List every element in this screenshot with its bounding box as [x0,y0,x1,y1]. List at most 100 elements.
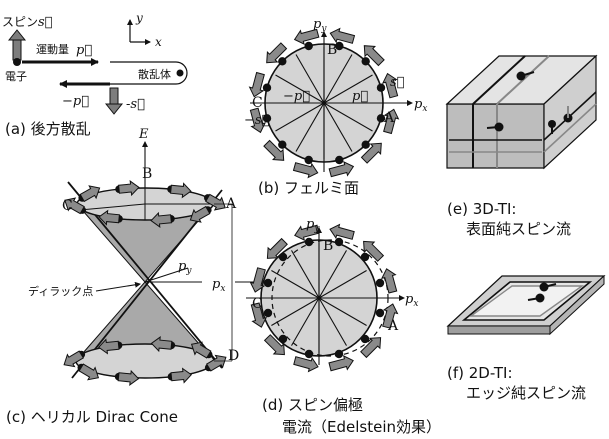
a-neg-p-label: −p⃗ [62,94,89,109]
d-state-dot-4 [278,252,288,262]
e-slab-front [446,103,545,169]
c-bot-spin-3 [63,350,84,368]
f-edge-channel-inner [468,285,585,317]
d-spin-arrow-1 [363,240,385,262]
f-spin-arrow-1 [543,283,557,288]
a-spin-up-arrow [12,37,22,61]
d-spoke-7 [271,297,320,326]
c-dirac-point-label: ディラック点 [28,284,93,298]
c-px-label: px [212,277,225,294]
d-point-B: B [323,238,333,254]
b-spin-arrow-3 [293,28,320,46]
b-py-label: py [313,17,327,34]
panel-e-3d-ti: (e) 3D-TI: 表面純スピン流 [445,54,598,238]
c-bot-spin-6 [170,367,193,384]
a-spin-symbol: s⃗ [38,15,53,30]
d-px-label: px [405,292,418,309]
e-current-line-top-1 [472,55,526,105]
d-spoke-10 [318,297,347,346]
c-bot-spin-7 [206,354,227,372]
b-state-dot-9 [335,155,344,165]
c-top-spin-6 [150,211,172,228]
b-spoke-11 [323,102,373,132]
f-caption-line2: エッジ純スピン流 [466,384,586,402]
d-caption-line2: 電流（Edelstein効果） [282,418,441,436]
a-scattering-path [110,61,188,85]
d-spoke-11 [318,297,367,326]
a-electron-label: 電子 [5,70,27,83]
d-spin-arrows [249,223,399,373]
c-bot-spin-4 [78,363,100,381]
b-spin-arrow-0 [381,72,399,99]
b-state-dot-6 [262,114,272,123]
b-state-dot-3 [304,41,313,51]
d-state-dot-11 [375,308,385,318]
d-spin-arrow-9 [328,354,354,372]
c-top-spin-0 [205,193,226,211]
a-spin-label: スピン [2,15,38,29]
b-neg-s-vec-label: −s⃗ [244,113,270,128]
f-sheet-front [447,325,551,335]
c-point-A: A [225,196,237,212]
c-point-C: C [62,198,73,214]
c-point-B: B [142,166,152,182]
b-spoke-10 [323,102,353,152]
b-state-dot-0 [376,83,386,92]
c-dirac-point-pointer [95,281,141,292]
b-spoke-4 [295,54,325,104]
e-spin-arrow-1 [520,71,535,77]
c-bot-spin-1 [150,336,173,353]
panel-b-fermi-surface: px py A B C p⃗ −p⃗ s⃗ −s⃗ (b) フェルミ面 [244,17,427,197]
c-bot-spin-2 [97,338,120,355]
d-py-label: py [306,217,320,234]
c-point-D: D [228,348,239,364]
f-spin-arrow-2 [527,297,541,301]
b-spoke-8 [295,102,325,152]
d-spin-arrow-11 [382,303,399,329]
c-top-spin-2 [118,180,140,197]
e-caption-line2: 表面純スピン流 [466,220,571,238]
d-spin-arrow-8 [293,356,319,373]
b-state-dot-2 [335,41,344,51]
b-spin-arrow-8 [292,162,319,179]
b-state-dot-4 [278,57,287,66]
d-spin-arrow-4 [266,237,288,259]
c-caption: (c) ヘリカル Dirac Cone [6,408,178,426]
c-top-spin-arrows [64,180,226,228]
b-spin-arrow-6 [249,107,267,134]
b-spin-arrow-5 [248,71,265,98]
a-spin-down-arrowhead [104,103,124,115]
f-caption-line1: (f) 2D-TI: [447,364,513,382]
f-sheet-side [549,274,605,336]
b-spin-arrow-7 [263,139,285,161]
a-electron-dot [13,58,21,66]
d-spoke-5 [271,270,320,299]
d-spoke-1 [318,270,367,299]
b-state-dot-5 [262,83,272,92]
d-state-dot-7 [278,334,288,344]
a-spin-up-arrowhead [7,29,27,41]
b-caption: (b) フェルミ面 [258,179,359,197]
b-spin-arrow-1 [363,45,385,67]
c-py-label: py [178,259,192,276]
b-spin-arrow-4 [266,42,288,64]
d-spin-arrow-5 [249,267,266,293]
b-point-B: B [327,42,337,58]
d-point-C: C [252,296,263,312]
a-momentum-label: 運動量 [36,42,69,56]
b-state-dot-10 [361,140,370,149]
d-state-dot-9 [334,349,344,359]
a-momentum-symbol: p⃗ [76,43,92,58]
b-spin-arrow-2 [329,27,356,44]
panel-f-2d-ti: (f) 2D-TI: エッジ純スピン流 [446,274,606,402]
c-bottom-spin-arrows [63,336,227,386]
e-current-line-side-2 [543,103,597,153]
d-state-dot-2 [334,237,344,247]
c-top-spin-7 [189,205,211,223]
b-p-vec-label: p⃗ [352,89,368,104]
b-state-dot-8 [304,155,313,165]
c-bot-spin-0 [190,341,212,359]
d-spin-arrow-7 [263,334,285,356]
d-spin-arrow-3 [294,224,320,242]
b-state-dot-11 [376,114,386,123]
